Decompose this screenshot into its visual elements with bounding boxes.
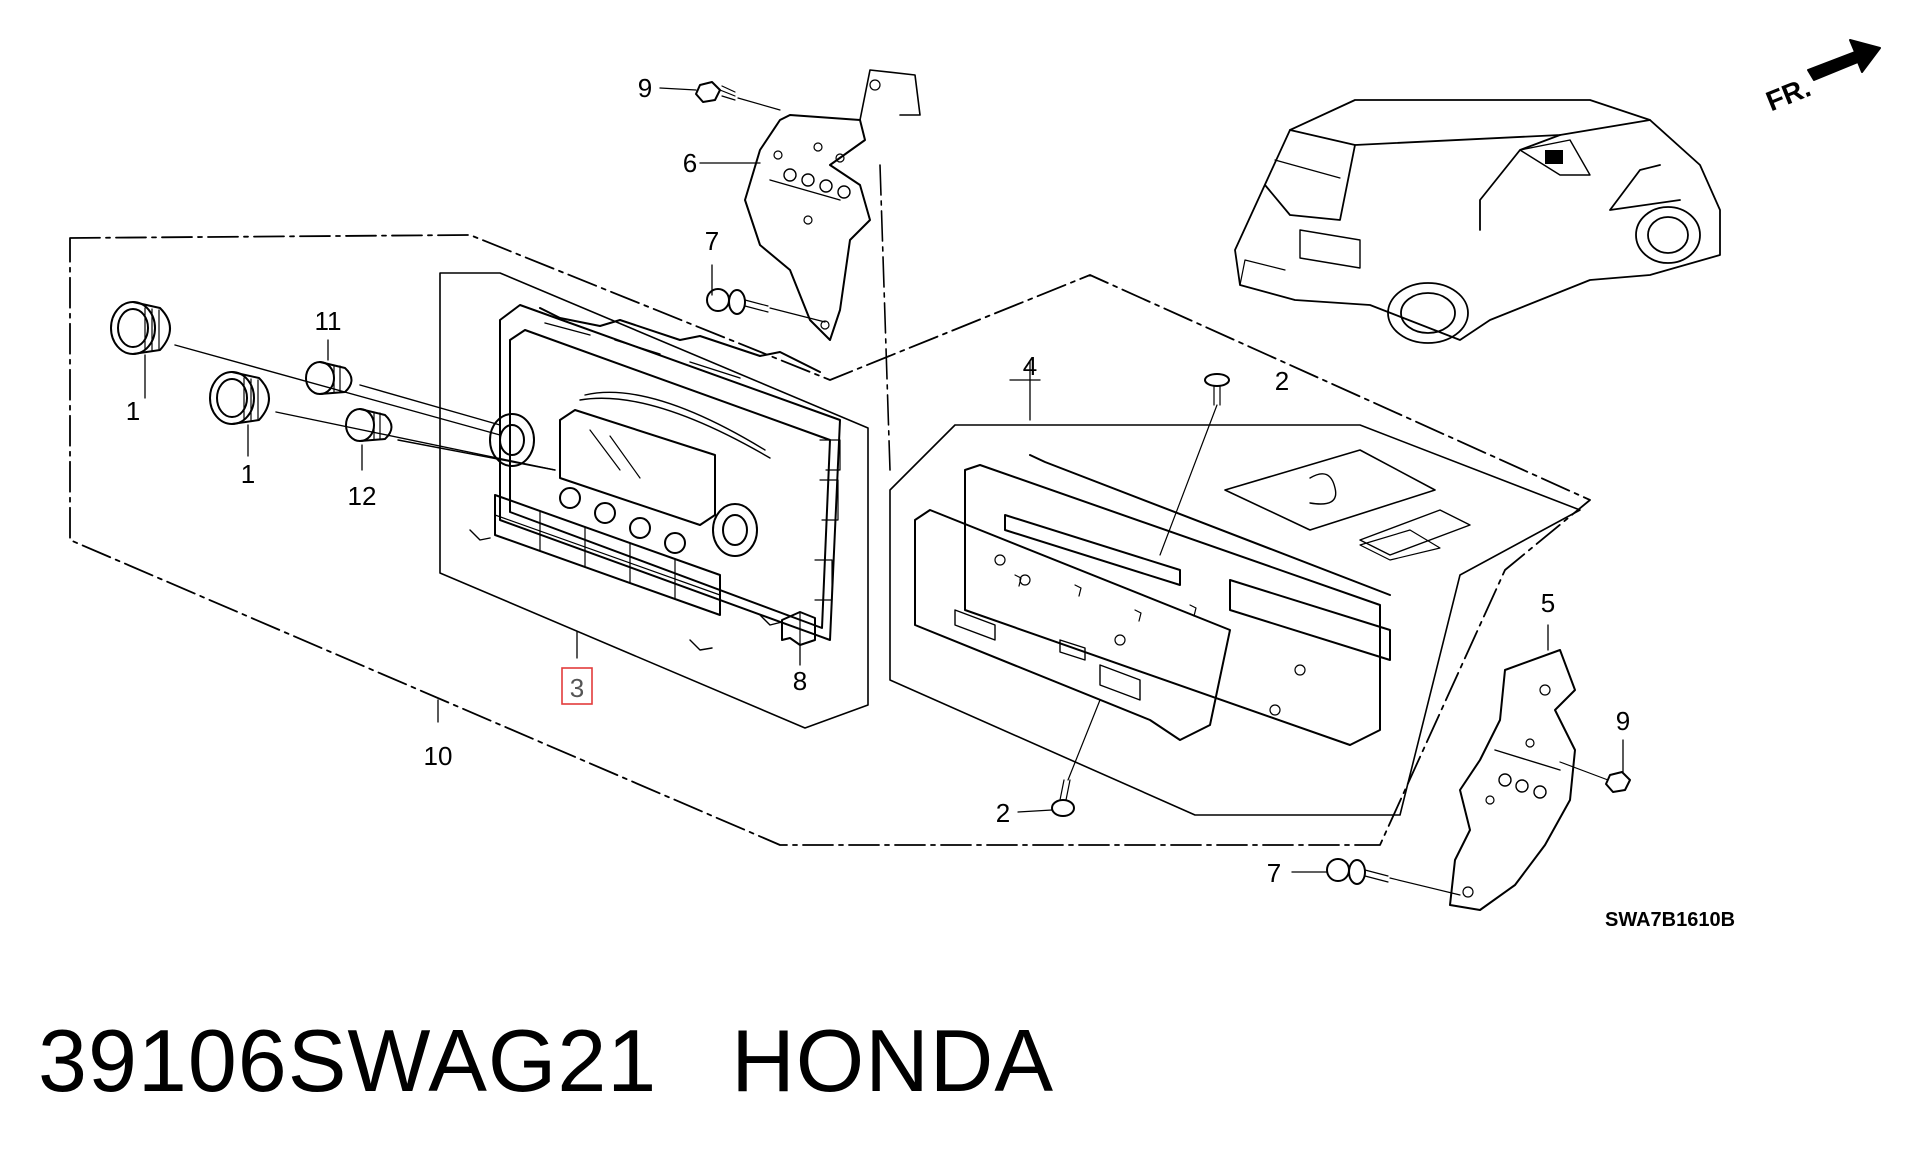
- highlight-box-part-3: [561, 667, 593, 705]
- callout-label-9-upper: 9: [638, 73, 652, 103]
- clip-part-8: [781, 611, 816, 646]
- callout-label-6: 6: [683, 148, 697, 178]
- front-direction-arrow: [1807, 39, 1881, 81]
- screw-part-2-lower: [1051, 699, 1101, 817]
- brand-name: HONDA: [731, 1011, 1055, 1110]
- footer-part-line: 39106SWAG21 HONDA: [38, 1010, 1054, 1112]
- screw-part-9-upper: [695, 81, 781, 111]
- callout-label-2-upper: 2: [1275, 366, 1289, 396]
- knob-part-12: [345, 408, 556, 471]
- callout-label-1-upper: 1: [126, 396, 140, 426]
- vehicle-location-illustration: [1234, 99, 1721, 344]
- bracket-part-6: [744, 69, 921, 341]
- assembly-outline-10: [69, 234, 1591, 846]
- callout-label-3: 3: [570, 673, 584, 703]
- unit-outline-4: [889, 424, 1581, 816]
- callout-label-11: 11: [315, 306, 342, 336]
- panel-outline-3: [439, 272, 869, 729]
- part-number: 39106SWAG21: [38, 1011, 658, 1110]
- callout-label-10: 10: [424, 741, 453, 771]
- audio-panel-part-3: [469, 304, 841, 651]
- callout-leaders: [144, 87, 1624, 873]
- direction-label: FR.: [1762, 71, 1815, 117]
- knob-part-1-upper: [110, 301, 501, 436]
- knob-part-11: [305, 361, 501, 426]
- callout-label-4: 4: [1023, 351, 1037, 381]
- screw-part-7-lower: [1326, 858, 1461, 896]
- callout-label-5: 5: [1541, 588, 1555, 618]
- screw-part-2-upper: [1159, 373, 1230, 556]
- screw-part-7-upper: [706, 288, 826, 323]
- callout-label-1-lower: 1: [241, 459, 255, 489]
- callout-label-8: 8: [793, 666, 807, 696]
- bracket-part-5: [1449, 649, 1576, 911]
- callout-label-7-upper: 7: [705, 226, 719, 256]
- knob-part-1-lower: [209, 371, 556, 471]
- callout-label-7-lower: 7: [1267, 858, 1281, 888]
- callout-label-12: 12: [348, 481, 377, 511]
- screw-part-9-lower: [1559, 761, 1631, 793]
- drawing-code: SWA7B1610B: [1605, 909, 1735, 931]
- callout-label-9-lower: 9: [1616, 706, 1630, 736]
- audio-unit-part-4: [914, 449, 1471, 746]
- callout-label-2-lower: 2: [996, 798, 1010, 828]
